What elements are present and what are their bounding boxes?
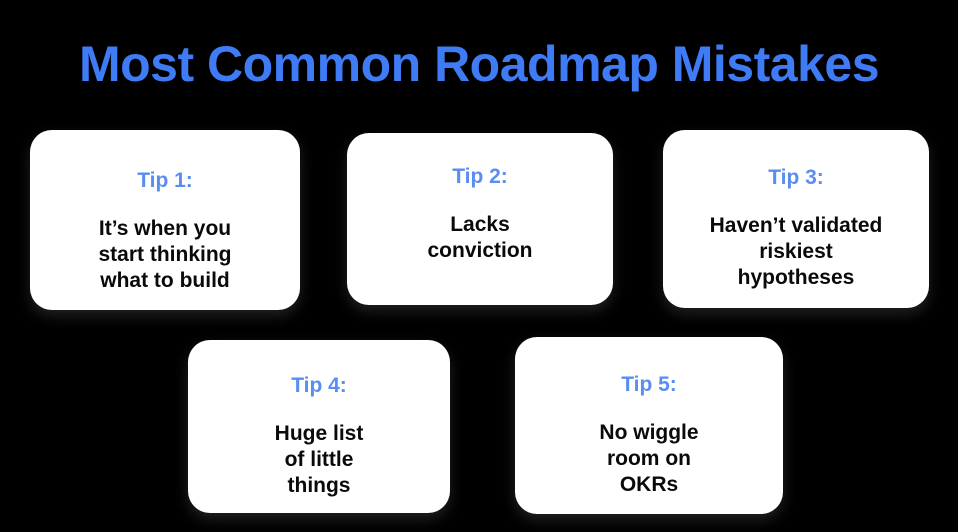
tip-card-1[interactable]: Tip 1: It’s when you start thinking what… xyxy=(30,130,300,310)
tip-card-5[interactable]: Tip 5: No wiggle room on OKRs xyxy=(515,337,783,514)
tip-card-4-body: Huge list of little things xyxy=(274,422,364,497)
tip-card-2[interactable]: Tip 2: Lacks conviction xyxy=(347,133,613,305)
tip-card-3-body: Haven’t validated riskiest hypotheses xyxy=(709,214,883,289)
tip-card-1-label: Tip 1: xyxy=(137,169,193,192)
tip-card-3[interactable]: Tip 3: Haven’t validated riskiest hypoth… xyxy=(663,130,929,308)
tip-card-3-label: Tip 3: xyxy=(768,166,824,189)
tip-card-5-body: No wiggle room on OKRs xyxy=(599,421,699,496)
tip-card-4[interactable]: Tip 4: Huge list of little things xyxy=(188,340,450,513)
tip-card-5-label: Tip 5: xyxy=(621,373,677,396)
tip-card-1-body: It’s when you start thinking what to bui… xyxy=(98,217,232,292)
tip-card-4-label: Tip 4: xyxy=(291,374,347,397)
tip-card-2-label: Tip 2: xyxy=(452,165,508,188)
page-title: Most Common Roadmap Mistakes xyxy=(78,36,880,92)
tip-card-2-body: Lacks conviction xyxy=(427,213,533,262)
